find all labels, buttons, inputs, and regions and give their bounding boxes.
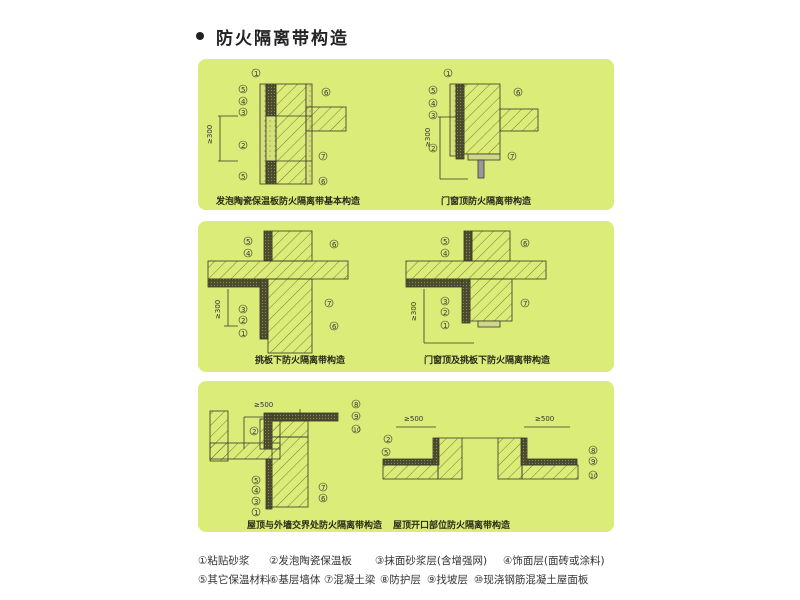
section-heading: 防火隔离带构造 (196, 24, 349, 49)
construction-diagram-pair-2: ≥300 5 4 3 2 1 6 7 6 ≥300 5 4 3 2 (207, 230, 547, 354)
svg-text:6: 6 (324, 89, 329, 97)
caption-window-top: 门窗顶防火隔离带构造 (441, 197, 532, 207)
svg-text:5: 5 (443, 238, 447, 246)
panel-basic-and-window-top: ≥300 1 5 4 3 2 5 6 7 6 ≥300 1 5 (198, 59, 614, 210)
legend-item: ⑧防护层 (380, 574, 421, 586)
svg-text:4: 4 (254, 487, 259, 495)
svg-text:9: 9 (591, 458, 595, 466)
svg-text:7: 7 (321, 484, 325, 492)
svg-text:7: 7 (321, 153, 325, 161)
bullet-icon (196, 32, 204, 40)
svg-text:4: 4 (246, 250, 251, 258)
legend-item: ⑩现浇钢筋混凝土屋面板 (474, 574, 589, 586)
construction-diagram-pair-1: ≥300 1 5 4 3 2 5 6 7 6 ≥300 1 5 (206, 68, 539, 186)
legend-row-2: ⑤其它保温材料 ⑥基层墙体 ⑦混凝土梁 ⑧防护层 ⑨找坡层 ⑩现浇钢筋混凝土屋面… (198, 570, 618, 589)
svg-text:5: 5 (246, 238, 250, 246)
svg-text:5: 5 (254, 477, 258, 485)
legend-item: ③抹面砂浆层(含增强网) (375, 555, 488, 567)
caption-overhang: 挑板下防火隔离带构造 (255, 356, 346, 366)
svg-text:10: 10 (353, 427, 361, 434)
svg-text:5: 5 (431, 87, 435, 95)
svg-text:7: 7 (510, 153, 514, 161)
svg-text:7: 7 (523, 300, 527, 308)
legend-item: ②发泡陶瓷保温板 (269, 555, 352, 567)
legend-item: ⑥基层墙体 (269, 574, 321, 586)
svg-text:5: 5 (241, 173, 245, 181)
diagram-basic (218, 83, 347, 185)
legend-item: ⑦混凝土梁 (324, 574, 376, 586)
svg-text:2: 2 (443, 309, 447, 317)
svg-text:5: 5 (241, 86, 245, 94)
svg-text:9: 9 (354, 413, 358, 421)
svg-text:3: 3 (241, 109, 245, 117)
svg-text:≥300: ≥300 (410, 302, 418, 321)
construction-diagram-pair-3: ≥500 2 8 9 10 5 4 3 1 7 6 ≥500 ≥500 (209, 399, 598, 517)
svg-text:6: 6 (321, 495, 326, 503)
svg-text:1: 1 (446, 70, 450, 78)
legend: ①粘贴砂浆 ②发泡陶瓷保温板 ③抹面砂浆层(含增强网) ④饰面层(面砖或涂料) … (198, 551, 618, 589)
legend-item: ④饰面层(面砖或涂料) (503, 555, 605, 567)
svg-text:1: 1 (254, 509, 258, 517)
svg-text:2: 2 (431, 145, 435, 153)
svg-text:3: 3 (443, 298, 447, 306)
page-title: 防火隔离带构造 (216, 28, 349, 49)
svg-text:1: 1 (241, 330, 245, 338)
diagram-window-top (438, 83, 539, 180)
svg-text:4: 4 (443, 250, 448, 258)
svg-text:≥500: ≥500 (404, 415, 423, 423)
svg-text:≥300: ≥300 (214, 300, 222, 319)
caption-window-overhang: 门窗顶及挑板下防火隔离带构造 (424, 356, 551, 366)
svg-text:3: 3 (241, 306, 245, 314)
svg-text:6: 6 (523, 240, 528, 248)
svg-text:2: 2 (386, 436, 390, 444)
caption-roof-wall: 屋顶与外墙交界处防火隔离带构造 (247, 521, 383, 531)
svg-text:4: 4 (431, 100, 436, 108)
svg-text:1: 1 (443, 322, 447, 330)
legend-row-1: ①粘贴砂浆 ②发泡陶瓷保温板 ③抹面砂浆层(含增强网) ④饰面层(面砖或涂料) (198, 551, 618, 570)
svg-text:1: 1 (254, 70, 258, 78)
svg-text:7: 7 (327, 300, 331, 308)
svg-text:8: 8 (354, 401, 358, 409)
svg-text:2: 2 (241, 142, 245, 150)
svg-text:8: 8 (591, 447, 595, 455)
legend-item: ⑨找坡层 (427, 574, 468, 586)
svg-text:10: 10 (590, 473, 598, 480)
dimension-500: ≥500 (254, 401, 273, 409)
svg-text:≥500: ≥500 (535, 415, 554, 423)
svg-text:3: 3 (254, 498, 258, 506)
dimension-300: ≥300 (206, 125, 214, 144)
svg-text:2: 2 (241, 317, 245, 325)
svg-text:≥300: ≥300 (424, 128, 432, 147)
caption-roof-opening: 屋顶开口部位防火隔离带构造 (393, 521, 511, 531)
svg-text:6: 6 (321, 178, 326, 186)
panel-overhang: ≥300 5 4 3 2 1 6 7 6 ≥300 5 4 3 2 (198, 221, 614, 372)
svg-text:4: 4 (241, 98, 246, 106)
legend-item: ①粘贴砂浆 (198, 555, 250, 567)
svg-text:6: 6 (516, 89, 521, 97)
legend-item: ⑤其它保温材料 (198, 574, 271, 586)
svg-text:5: 5 (384, 449, 388, 457)
caption-basic: 发泡陶瓷保温板防火隔离带基本构造 (216, 197, 361, 207)
svg-text:6: 6 (332, 241, 337, 249)
svg-text:3: 3 (431, 112, 435, 120)
svg-text:6: 6 (332, 323, 337, 331)
svg-text:2: 2 (252, 428, 256, 436)
panel-roof: ≥500 2 8 9 10 5 4 3 1 7 6 ≥500 ≥500 (198, 381, 614, 532)
